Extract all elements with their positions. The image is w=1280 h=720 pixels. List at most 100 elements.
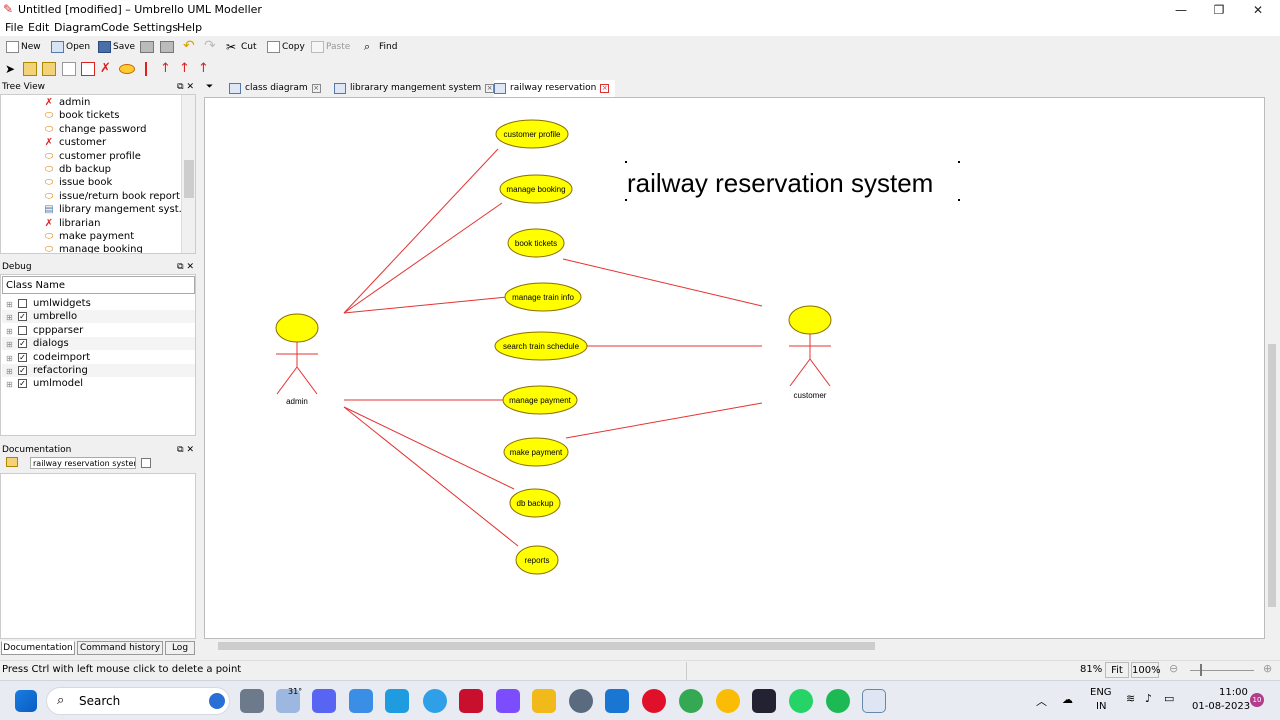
debug-row[interactable]: ⊞✓umlmodel [2, 377, 195, 390]
zoom-fit-button[interactable]: Fit [1105, 662, 1129, 678]
actor-tool-icon[interactable]: ✗ [100, 61, 111, 76]
association-line[interactable] [343, 202, 503, 314]
realization-tool-icon[interactable]: ↑ [198, 61, 209, 76]
usecase-node[interactable]: reports [515, 545, 559, 575]
usecase-node[interactable]: search train schedule [494, 331, 588, 361]
tab-list-dropdown-icon[interactable]: ⏷ [206, 82, 214, 92]
association-tool-icon[interactable] [145, 62, 147, 76]
tab-railway-reservation[interactable]: railway reservation× [494, 80, 616, 97]
tree-item[interactable]: ✗admin [43, 96, 91, 109]
tree-item[interactable]: ⬭db backup [43, 163, 111, 176]
media-player-icon[interactable] [496, 689, 520, 713]
usecase-ellipse[interactable] [494, 331, 588, 361]
expand-icon[interactable]: ⊞ [6, 313, 13, 323]
close-tab-icon[interactable]: × [600, 84, 610, 93]
close-button[interactable]: ✕ [1252, 3, 1264, 17]
usecase-ellipse[interactable] [507, 228, 565, 258]
documentation-name-field[interactable]: railway reservation system [30, 457, 136, 469]
association-line[interactable] [343, 406, 519, 547]
usecase-node[interactable]: manage payment [502, 385, 578, 415]
tree-scrollbar[interactable] [181, 95, 195, 253]
debug-checkbox[interactable]: ✓ [18, 339, 27, 349]
menu-help[interactable]: Help [177, 21, 203, 34]
tree-scroll-thumb[interactable] [184, 160, 194, 198]
language-indicator[interactable]: ENG [1090, 687, 1112, 698]
tree-item[interactable]: ✗customer [43, 136, 106, 149]
debug-row[interactable]: ⊞✓codeimport [2, 351, 195, 364]
spotify-icon[interactable] [826, 689, 850, 713]
usecase-node[interactable]: customer profile [495, 119, 569, 149]
debug-row[interactable]: ⊞umlwidgets [2, 297, 195, 310]
debug-checkbox[interactable]: ✓ [18, 379, 27, 389]
class-name-header[interactable]: Class Name [2, 276, 195, 294]
volume-icon[interactable]: ♪ [1145, 692, 1153, 705]
expand-icon[interactable]: ⊞ [6, 353, 13, 363]
onedrive-icon[interactable]: ☁ [1062, 693, 1073, 706]
chat-icon[interactable] [312, 689, 336, 713]
battery-icon[interactable]: ▭ [1164, 692, 1175, 705]
usecase-ellipse[interactable] [499, 174, 573, 204]
undo-icon[interactable]: ↶ [183, 38, 195, 54]
association-line[interactable] [343, 296, 508, 314]
tray-overflow-icon[interactable]: ︿ [1036, 695, 1047, 708]
maximize-button[interactable]: ❐ [1213, 3, 1225, 17]
mail-icon[interactable] [605, 689, 629, 713]
tab-command-history[interactable]: Command history [77, 641, 163, 655]
wifi-icon[interactable]: ≋ [1126, 692, 1136, 705]
documentation-text-area[interactable] [0, 473, 196, 639]
tree-item[interactable]: ⬭customer profile [43, 150, 141, 163]
edge-icon[interactable] [423, 689, 447, 713]
usecase-node[interactable]: manage booking [499, 174, 573, 204]
tree-item[interactable]: ✗librarian [43, 217, 101, 230]
task-view-icon[interactable] [240, 689, 264, 713]
expand-icon[interactable]: ⊞ [6, 326, 13, 336]
tab-class-diagram[interactable]: class diagram× [229, 80, 321, 97]
panel-float-close-icons[interactable]: ⧉ ✕ [177, 262, 194, 272]
generalization-tool-icon[interactable]: ↑ [179, 61, 190, 76]
open-button[interactable]: Open [50, 39, 90, 56]
tab-library-system[interactable]: librarary mangement system× [334, 80, 495, 97]
anchor-icon[interactable] [62, 62, 76, 76]
notification-badge[interactable]: 10 [1250, 693, 1264, 707]
menu-edit[interactable]: Edit [28, 21, 50, 34]
usecase-ellipse[interactable] [515, 545, 559, 575]
menu-settings[interactable]: Settings [133, 21, 179, 34]
mysql-icon[interactable] [385, 689, 409, 713]
actor-node[interactable]: admin [275, 313, 319, 406]
actor-head[interactable] [788, 305, 832, 335]
box-icon[interactable] [81, 62, 95, 76]
debug-checkbox[interactable]: ✓ [18, 366, 27, 375]
umbrello-taskbar-icon[interactable] [862, 689, 886, 713]
association-line[interactable] [565, 402, 763, 439]
vertical-scroll-thumb[interactable] [1268, 344, 1276, 607]
diagram-title[interactable]: railway reservation system [627, 168, 933, 198]
horizontal-scroll-thumb[interactable] [218, 642, 875, 650]
usecase-ellipse[interactable] [502, 385, 578, 415]
cut-button[interactable]: ✂Cut [225, 39, 257, 56]
usecase-ellipse[interactable] [509, 488, 561, 518]
zoom-slider-handle[interactable] [1200, 664, 1202, 676]
find-button[interactable]: ⌕Find [363, 39, 397, 56]
zoom-out-icon[interactable]: ⊖ [1169, 662, 1179, 675]
opera-icon[interactable] [642, 689, 666, 713]
usecase-node[interactable]: db backup [509, 488, 561, 518]
tree-item[interactable]: ▤library mangement syst... [43, 203, 188, 216]
close-tab-icon[interactable]: × [311, 84, 321, 93]
canvas-vertical-scrollbar[interactable] [1265, 97, 1279, 639]
dependency-tool-icon[interactable]: ↑ [160, 61, 171, 76]
tree-item[interactable]: ⬭book tickets [43, 109, 120, 122]
copy-button[interactable]: Copy [266, 39, 305, 56]
menu-file[interactable]: File [5, 21, 24, 34]
usecase-ellipse[interactable] [503, 437, 569, 467]
print-preview-icon[interactable] [160, 41, 174, 53]
association-line[interactable] [562, 258, 763, 307]
debug-row[interactable]: ⊞✓umbrello [2, 310, 195, 324]
expand-icon[interactable]: ⊞ [6, 300, 13, 309]
tree-item[interactable]: ⬭change password [43, 123, 147, 136]
association-line[interactable] [343, 148, 499, 314]
tab-documentation[interactable]: Documentation [1, 641, 75, 655]
debug-row[interactable]: ⊞✓dialogs [2, 337, 195, 351]
tree-item[interactable]: ⬭make payment [43, 230, 134, 243]
usecase-node[interactable]: make payment [503, 437, 569, 467]
